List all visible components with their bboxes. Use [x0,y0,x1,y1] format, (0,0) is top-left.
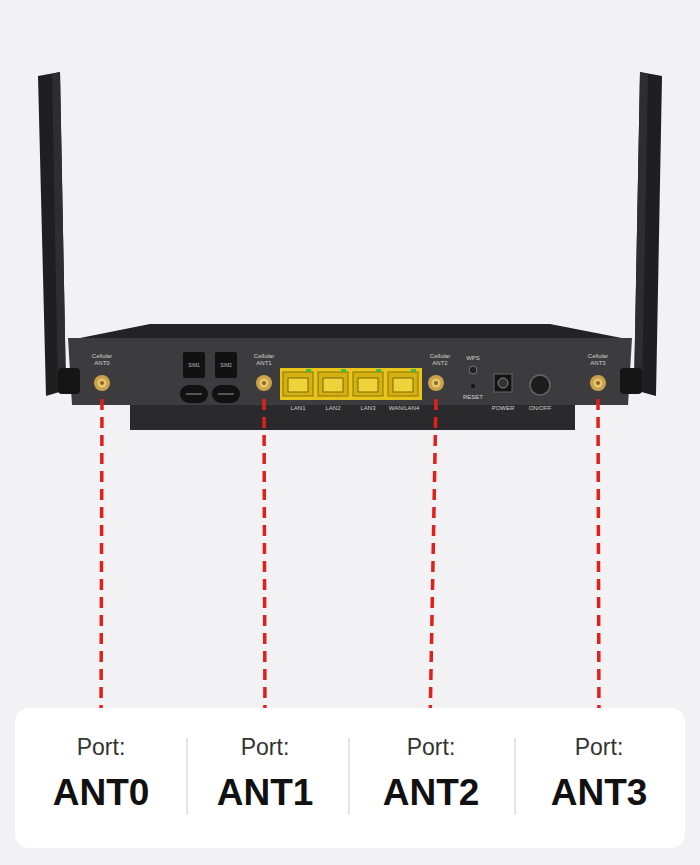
usb-tongue [186,393,202,395]
port-label-cell: Port: ANT2 [356,733,506,815]
port-name: ANT1 [190,771,340,815]
panel-divider [348,738,350,815]
antenna-hinge [620,368,642,394]
sim-slot [183,352,205,378]
port-name: ANT3 [524,771,674,815]
antenna-connector [94,375,110,391]
lan-block [280,368,422,400]
panel-divider [514,738,516,815]
power-jack-hole [498,378,508,388]
antenna-hinge [58,368,80,394]
reset-hole [471,384,475,388]
port-name: ANT2 [356,771,506,815]
router-back-panel [68,338,632,405]
antenna-connector [590,375,606,391]
usb-port [212,385,240,403]
panel-label: POWER [489,405,517,412]
sim-slot [215,352,237,378]
power-jack [494,374,512,392]
panel-label: LAN3 [353,405,383,412]
panel-label: LAN1 [283,405,313,412]
panel-label: SIM2 [216,362,236,368]
lan-port [318,369,348,396]
leader-line [264,399,265,726]
leader-lines [101,399,599,726]
right-antenna [634,72,662,396]
panel-label: Cellular ANT3 [583,353,613,367]
panel-label: Cellular ANT1 [249,353,279,367]
label-panel [15,708,685,848]
lan-port [388,369,418,396]
leader-line [101,399,102,726]
port-caption: Port: [190,733,340,761]
panel-label: WPS [463,355,483,362]
power-switch [530,375,550,395]
port-label-cell: Port: ANT3 [524,733,674,815]
usb-port [180,385,208,403]
wps-button [469,366,477,374]
panel-label: LAN2 [318,405,348,412]
usb-tongue [218,393,234,395]
port-name: ANT0 [26,771,176,815]
panel-label: RESET [461,394,485,401]
panel-divider [186,738,188,815]
leader-line [598,399,599,726]
antenna-highlight [52,72,66,392]
panel-label: Cellular ANT2 [425,353,455,367]
antenna-connector [428,375,444,391]
antenna-highlight [634,72,648,392]
port-label-cell: Port: ANT0 [26,733,176,815]
panel-label: SIM1 [184,362,204,368]
antenna-connector [256,375,272,391]
lan-port [353,369,383,396]
port-caption: Port: [356,733,506,761]
router-top [70,324,632,340]
port-caption: Port: [524,733,674,761]
left-antenna [38,72,66,396]
port-caption: Port: [26,733,176,761]
panel-label: ON/OFF [525,405,555,412]
lan-port [283,369,313,396]
panel-label: WAN/LAN4 [386,405,422,412]
port-label-cell: Port: ANT1 [190,733,340,815]
leader-line [430,399,436,726]
panel-label: Cellular ANT0 [87,353,117,367]
